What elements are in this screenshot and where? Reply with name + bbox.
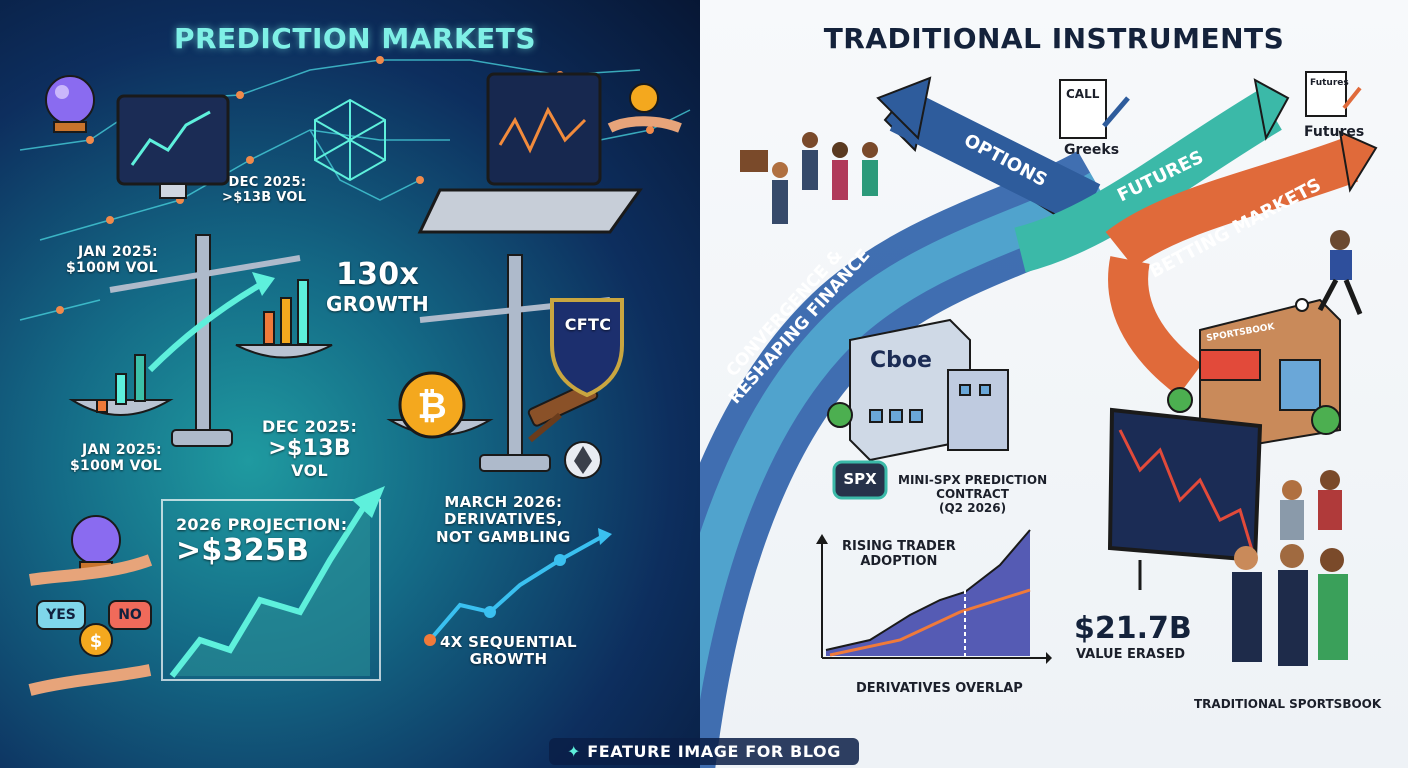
coin-icon <box>607 83 682 133</box>
instruments-illustration <box>700 71 1378 768</box>
svg-text:₿: ₿ <box>417 386 446 427</box>
cboe-building-icon <box>827 318 1009 462</box>
crystal-ball-icon <box>45 75 95 133</box>
march-2026-label: MARCH 2026: DERIVATIVES, NOT GAMBLING <box>436 493 571 546</box>
derivatives-overlap-label: DERIVATIVES OVERLAP <box>856 681 1023 696</box>
cftc-shield-icon <box>550 298 624 398</box>
traders-group-icon <box>740 132 878 224</box>
dec-2025-upper-label: DEC 2025: >$13B VOL <box>222 175 307 205</box>
futures-arrow <box>1014 78 1290 273</box>
projection-label: 2026 PROJECTION: >$325B <box>176 515 348 569</box>
laptop-icon <box>417 72 643 234</box>
spx-badge-text: SPX <box>843 470 877 488</box>
worried-traders-icon <box>1232 470 1348 666</box>
traditional-sportsbook-label: TRADITIONAL SPORTSBOOK <box>1194 697 1382 711</box>
cftc-shield-text: CFTC <box>564 315 612 334</box>
value-erased-amount: $21.7B <box>1074 611 1192 646</box>
options-arrow <box>876 76 1102 232</box>
greeks-label: Greeks <box>1064 142 1120 158</box>
yes-chip: YES <box>36 600 86 630</box>
call-doc-label: CALL <box>1066 87 1100 101</box>
traditional-instruments-panel: TRADITIONAL INSTRUMENTS CALL Greeks Futu… <box>700 0 1408 768</box>
network-node-icon <box>314 98 386 182</box>
futures-document-icon <box>1305 71 1362 117</box>
call-document-icon <box>1059 79 1130 139</box>
network-illustration: ₿ <box>19 56 691 696</box>
dec-2025-lower-label: DEC 2025: >$13B VOL <box>262 417 358 480</box>
spx-badge-shape <box>832 460 888 500</box>
bitcoin-icon: ₿ <box>398 371 466 439</box>
sequential-growth-label: 4X SEQUENTIAL GROWTH <box>440 633 577 669</box>
ethereum-icon <box>564 441 602 479</box>
sportsbook-icon <box>1167 298 1341 452</box>
sequential-chart <box>424 528 612 646</box>
sparkle-icon: ✦ <box>567 741 588 761</box>
jan-2025-lower-label: JAN 2025: $100M VOL <box>70 442 162 475</box>
soccer-player-icon <box>1295 230 1363 315</box>
no-chip: NO <box>108 600 152 630</box>
rising-adoption-label: RISING TRADER ADOPTION <box>842 539 956 569</box>
growth-label: 130x GROWTH <box>326 257 430 316</box>
svg-text:$: $ <box>90 631 103 652</box>
footer-text: ✦ FEATURE IMAGE FOR BLOG <box>549 737 859 765</box>
betting-markets-arrow <box>1105 130 1378 396</box>
balance-scale-right <box>386 254 611 472</box>
mini-spx-label: MINI-SPX PREDICTION CONTRACT (Q2 2026) <box>898 473 1048 515</box>
futures-label: Futures <box>1304 124 1365 140</box>
crystal-ball-hands-icon <box>28 515 153 696</box>
traditional-instruments-heading: TRADITIONAL INSTRUMENTS <box>823 22 1285 55</box>
value-erased-label: VALUE ERASED <box>1076 647 1186 662</box>
prediction-markets-heading: PREDICTION MARKETS <box>173 22 537 55</box>
monitor-icon <box>116 94 230 199</box>
cboe-sign: Cboe <box>870 348 932 373</box>
adoption-chart <box>816 529 1052 664</box>
bar-chart-icon <box>96 279 309 413</box>
growth-arrow <box>147 282 262 373</box>
jan-2025-upper-label: JAN 2025: $100M VOL <box>66 244 158 277</box>
footer-banner: ✦ FEATURE IMAGE FOR BLOG <box>0 734 1408 768</box>
futures-doc-label: Futures <box>1310 78 1349 88</box>
prediction-markets-panel: ₿ <box>0 0 710 768</box>
projection-chart <box>161 486 385 681</box>
dollar-coin-icon: $ <box>79 623 113 657</box>
